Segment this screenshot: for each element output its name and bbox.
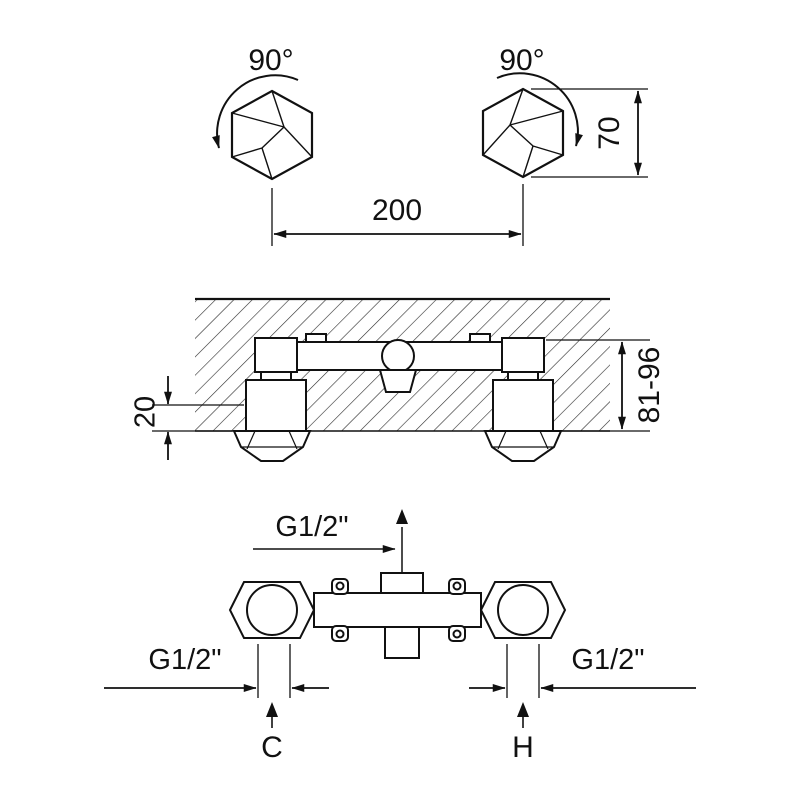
elbow-right <box>501 337 545 373</box>
rotation-arrow-left-icon <box>212 74 299 149</box>
mount-lug-left <box>305 333 327 343</box>
nut-facets <box>241 430 554 450</box>
dim-81-96-label: 81-96 <box>633 347 666 424</box>
top-port <box>380 572 424 594</box>
handle-right <box>481 87 565 179</box>
rotation-label-left: 90° <box>248 44 293 77</box>
section-view: 20 81-96 <box>130 297 666 462</box>
dimension-center-distance <box>271 184 524 246</box>
dimension-thread-right <box>469 644 696 698</box>
body-tube <box>313 592 482 628</box>
coupler-right-bore <box>497 584 549 636</box>
front-view: G1/2" G1/2" <box>104 509 696 764</box>
valve-body-front <box>228 572 567 659</box>
thread-right-label: G1/2" <box>571 644 644 676</box>
cold-label: C <box>261 731 283 764</box>
coupler-left-bore <box>246 584 298 636</box>
hot-arrow-icon <box>517 702 529 717</box>
nut-left <box>232 430 312 462</box>
valve-body-section <box>232 333 563 462</box>
dim-20-label: 20 <box>130 396 162 428</box>
bottom-outlet <box>384 626 420 659</box>
thread-left-label: G1/2" <box>148 644 221 676</box>
dimension-wall-depth <box>152 376 244 460</box>
handle-left <box>230 89 314 181</box>
mounting-ears <box>331 578 466 642</box>
top-port-arrow-icon <box>396 509 408 524</box>
rotation-arrow-right-icon <box>496 72 583 147</box>
dim-200-label: 200 <box>372 194 422 227</box>
mount-lug-right <box>469 333 491 343</box>
center-outlet <box>378 369 418 393</box>
thread-top-label: G1/2" <box>275 511 348 543</box>
escutcheon-left <box>245 379 307 432</box>
dimension-install-depth <box>546 339 650 432</box>
top-view: 90° 90° <box>212 44 648 246</box>
nut-right <box>483 430 563 462</box>
escutcheon-right <box>492 379 554 432</box>
rotation-label-right: 90° <box>499 44 544 77</box>
hot-label: H <box>512 731 534 764</box>
dim-70-label: 70 <box>593 116 626 149</box>
cold-arrow-icon <box>266 702 278 717</box>
center-cap <box>381 339 415 373</box>
dimension-thread-left <box>104 644 329 698</box>
dimension-handle-height <box>531 88 648 178</box>
elbow-left <box>254 337 298 373</box>
